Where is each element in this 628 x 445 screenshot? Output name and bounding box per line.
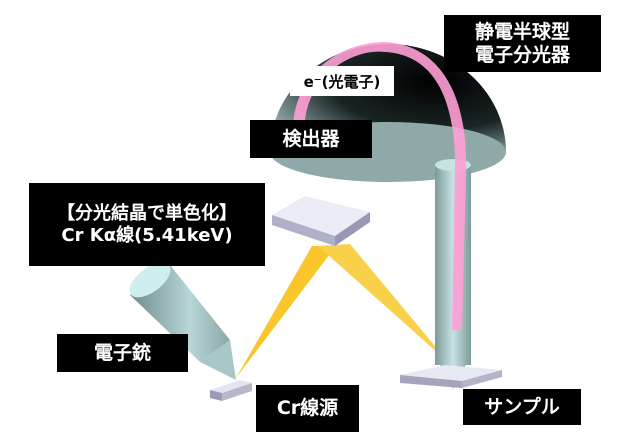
crystal-plate bbox=[272, 196, 370, 246]
sample-label: サンプル bbox=[463, 389, 581, 425]
electron-gun-label: 電子銃 bbox=[57, 334, 188, 372]
analyzer-label-line1: 静電半球型 bbox=[474, 20, 570, 43]
cr-source-label-text: Cr線源 bbox=[276, 397, 339, 420]
detector-label-text: 検出器 bbox=[282, 127, 340, 150]
monochromator-label: 【分光結晶で単色化】 Cr Kα線(5.41keV) bbox=[29, 183, 265, 266]
sample-label-text: サンプル bbox=[484, 395, 560, 418]
electron-gun-label-text: 電子銃 bbox=[93, 341, 151, 364]
detector-label: 検出器 bbox=[250, 120, 372, 158]
detector-tube bbox=[435, 159, 471, 390]
xray-beam-incident bbox=[236, 246, 336, 378]
analyzer-label: 静電半球型 電子分光器 bbox=[444, 15, 601, 72]
cr-source-block bbox=[210, 380, 252, 401]
electron-gun bbox=[129, 262, 236, 380]
analyzer-label-line2: 電子分光器 bbox=[474, 43, 570, 66]
xray-beam-diffracted bbox=[318, 244, 449, 363]
cr-source-label: Cr線源 bbox=[256, 385, 359, 432]
monochromator-label-line2: Cr Kα線(5.41keV) bbox=[61, 224, 233, 246]
photoelectron-label: e⁻(光電子) bbox=[290, 66, 394, 96]
monochromator-label-line1: 【分光結晶で単色化】 bbox=[57, 202, 237, 224]
sample-plate bbox=[400, 365, 502, 388]
